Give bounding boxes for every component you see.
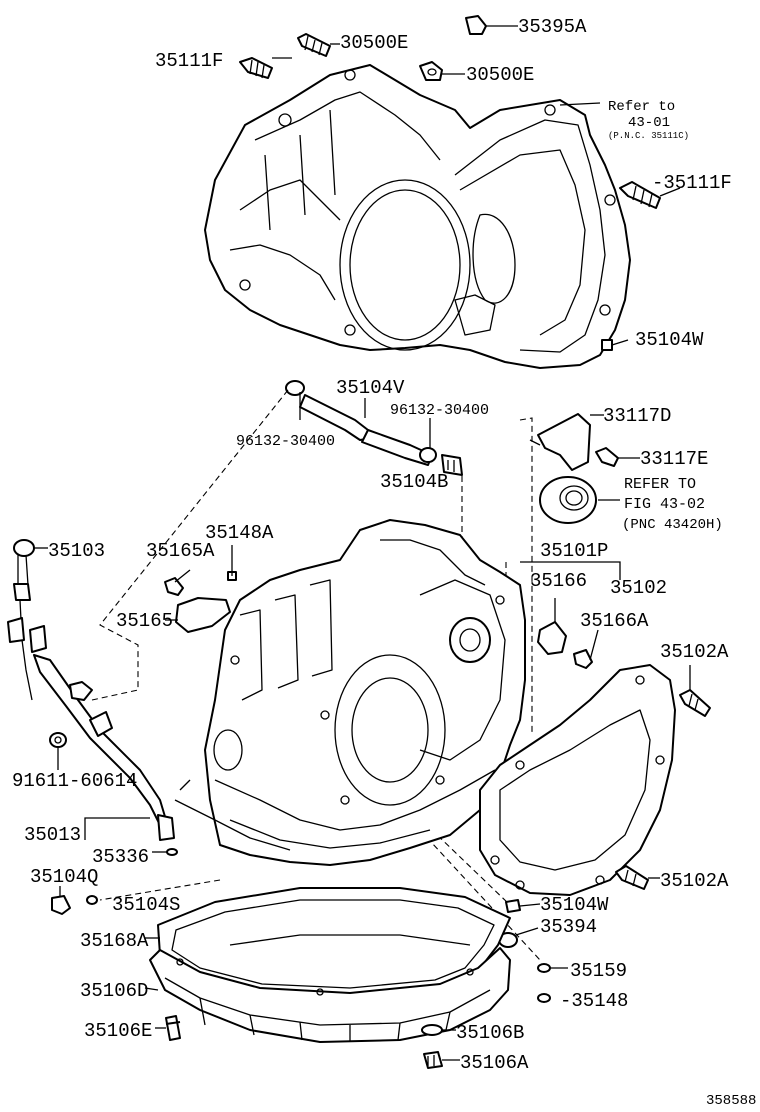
washer-35106B[interactable] xyxy=(421,1024,443,1036)
bolt-35111F-left[interactable] xyxy=(239,57,273,79)
label-96132-upper: 96132-30400 xyxy=(390,402,489,419)
o-ring-35336[interactable] xyxy=(166,848,178,856)
bolt-35165A[interactable] xyxy=(164,577,184,596)
label-35166: 35166 xyxy=(530,570,587,592)
bolt-35102A-lower[interactable] xyxy=(615,865,649,890)
oil-level-gauge-35103[interactable] xyxy=(7,539,47,701)
oil-pan-35106D[interactable] xyxy=(149,934,511,1043)
side-cover-35102[interactable] xyxy=(479,664,676,896)
bolt-35166A[interactable] xyxy=(573,649,593,669)
plug-35395A[interactable] xyxy=(465,15,487,35)
label-35336: 35336 xyxy=(92,846,149,868)
label-35159: 35159 xyxy=(570,960,627,982)
drain-plug-35106E[interactable] xyxy=(165,1015,181,1041)
label-35106E: 35106E xyxy=(84,1020,152,1042)
label-96132-lower: 96132-30400 xyxy=(236,433,335,450)
label-35395A: 35395A xyxy=(518,16,587,38)
drain-plug-35106A[interactable] xyxy=(423,1051,443,1069)
label-35013: 35013 xyxy=(24,824,81,846)
label-35148: -35148 xyxy=(560,990,628,1012)
label-35102A-upper: 35102A xyxy=(660,641,729,663)
gasket-piece-35165[interactable] xyxy=(175,597,231,633)
label-35166A: 35166A xyxy=(580,610,649,632)
label-pnc-43420h: (PNC 43420H) xyxy=(622,517,723,533)
bolt-35111F-right[interactable] xyxy=(619,181,661,209)
label-refer-to: Refer to xyxy=(608,99,675,115)
plug-35104S[interactable] xyxy=(86,895,98,905)
plate-35166[interactable] xyxy=(537,621,567,655)
speedometer-bracket-33117D[interactable] xyxy=(529,413,591,471)
ring-35159[interactable] xyxy=(537,963,551,973)
label-35394: 35394 xyxy=(540,916,597,938)
oil-seal-43420H[interactable] xyxy=(539,476,597,524)
label-35165A: 35165A xyxy=(146,540,215,562)
label-35165: 35165 xyxy=(116,610,173,632)
oil-filler-tube-35013[interactable] xyxy=(33,654,175,841)
plug-35104W-upper[interactable] xyxy=(601,339,613,351)
label-35106A: 35106A xyxy=(460,1052,529,1074)
label-35104B: 35104B xyxy=(380,471,448,493)
ring-35148[interactable] xyxy=(537,993,551,1003)
plug-35104W-lower[interactable] xyxy=(505,899,521,913)
label-35111F-left: 35111F xyxy=(155,50,223,72)
label-35102: 35102 xyxy=(610,577,667,599)
bolt-33117E[interactable] xyxy=(595,447,619,467)
breather-hose-35104V[interactable] xyxy=(285,380,433,466)
breather-plug-35104B[interactable] xyxy=(441,454,463,476)
label-35104W-lower: 35104W xyxy=(540,894,609,916)
label-35102A-lower: 35102A xyxy=(660,870,729,892)
label-35106B: 35106B xyxy=(456,1022,524,1044)
label-43-01: 43-01 xyxy=(628,115,670,131)
label-91611-60614: 91611-60614 xyxy=(12,770,137,792)
grommet-91611-60614[interactable] xyxy=(49,732,67,748)
label-35101P: 35101P xyxy=(540,540,608,562)
label-30500E-lower: 30500E xyxy=(466,64,534,86)
label-pnc-35111c: (P.N.C. 35111C) xyxy=(608,131,689,141)
label-refer-to-fig: REFER TO xyxy=(624,476,696,493)
label-35104S: 35104S xyxy=(112,894,180,916)
label-35106D: 35106D xyxy=(80,980,148,1002)
bolt-35102A-upper[interactable] xyxy=(679,689,711,717)
hose-clamp-96132-30400[interactable] xyxy=(419,447,437,463)
label-35111F-right: -35111F xyxy=(652,172,732,194)
label-35104V: 35104V xyxy=(336,377,405,399)
transaxle-case[interactable] xyxy=(204,519,526,866)
plug-35104Q[interactable] xyxy=(51,895,71,915)
label-35104W-upper: 35104W xyxy=(635,329,704,351)
label-35148A: 35148A xyxy=(205,522,274,544)
label-33117D: 33117D xyxy=(603,405,671,427)
label-30500E-upper: 30500E xyxy=(340,32,408,54)
transaxle-housing[interactable] xyxy=(204,64,631,369)
nut-30500E-lower[interactable] xyxy=(419,61,443,81)
label-33117E: 33117E xyxy=(640,448,708,470)
label-fig-43-02: FIG 43-02 xyxy=(624,496,705,513)
label-35104Q: 35104Q xyxy=(30,866,98,888)
label-35168A: 35168A xyxy=(80,930,149,952)
stud-30500E-upper[interactable] xyxy=(297,33,331,57)
label-35103: 35103 xyxy=(48,540,105,562)
figure-id: 358588 xyxy=(706,1093,756,1109)
